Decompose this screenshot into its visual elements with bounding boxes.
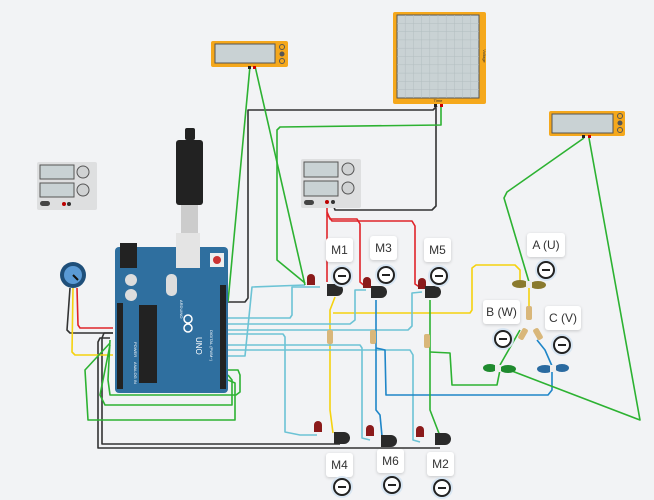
led[interactable] [363,277,371,288]
phase-label-c: C (V) [545,306,581,330]
motor-label-m1: M1 [326,238,353,262]
wire-green[interactable] [84,342,236,421]
wire-black[interactable] [228,105,438,303]
minus-icon[interactable] [333,478,351,496]
power-header-label: POWER [133,342,138,357]
wire-yellow[interactable] [71,287,113,356]
transistor[interactable] [334,432,350,444]
analog-header-label: ANALOG IN [133,362,138,384]
minus-icon[interactable] [377,266,395,284]
wire-black[interactable] [97,337,440,449]
resistors [327,306,543,348]
motor-label-m6: M6 [377,449,404,473]
oscilloscope-y-label: Voltage [482,49,487,63]
wire-cyan[interactable] [228,291,423,331]
wire-yellow[interactable] [329,296,336,434]
wire-cyan[interactable] [228,349,421,443]
arduino-uno[interactable]: ARDUINO UNO POWER ANALOG IN DIGITAL (PWM… [115,233,228,393]
resistor[interactable] [526,306,532,320]
minus-icon[interactable] [537,261,555,279]
transistor[interactable] [381,435,397,447]
power-supply-1[interactable] [37,162,97,210]
wire-green[interactable] [503,137,641,421]
motor-a[interactable] [512,280,546,289]
motor-label-m2: M2 [427,452,454,476]
led[interactable] [314,421,322,432]
arduino-brand: ARDUINO [179,300,184,318]
motor-label-m3: M3 [370,236,397,260]
motor-label-m5: M5 [424,238,451,262]
led[interactable] [418,278,426,289]
multimeter-1[interactable] [211,41,288,69]
resistor[interactable] [532,327,543,340]
wire-red[interactable] [326,213,422,289]
phase-label-b: B (W) [483,300,520,324]
arduino-model: UNO [194,337,203,355]
wire-cyan[interactable] [228,284,306,357]
transistor[interactable] [425,286,441,298]
wire-blue[interactable] [375,300,383,437]
transistor[interactable] [327,284,343,296]
wire-yellow[interactable] [333,264,521,314]
wire-red[interactable] [76,287,113,329]
wire-cyan[interactable] [228,344,371,441]
minus-icon[interactable] [433,479,451,497]
transistor[interactable] [371,286,387,298]
wire-black[interactable] [66,287,113,334]
wire-green[interactable] [107,339,241,396]
wire-green[interactable] [499,329,521,366]
resistor[interactable] [370,330,376,344]
motor-label-m4: M4 [326,453,353,477]
led[interactable] [307,274,315,285]
motor-b[interactable] [483,364,516,373]
motor-c[interactable] [537,364,569,373]
wire-cyan[interactable] [228,286,320,319]
minus-icon[interactable] [383,476,401,494]
power-supply-2[interactable] [301,159,361,208]
wire-green[interactable] [254,65,306,286]
wire-blue[interactable] [375,347,553,396]
oscilloscope-x-label: Time [434,98,444,103]
wire-green[interactable] [503,137,585,283]
multimeter-2[interactable] [549,111,625,138]
wire-green[interactable] [99,344,233,406]
digital-header-label: DIGITAL (PWM~) [209,330,214,362]
resistor[interactable] [327,330,333,344]
potentiometer[interactable] [60,262,86,288]
wire-green[interactable] [227,65,251,303]
wire-cyan[interactable] [228,333,317,436]
wire-blue[interactable] [536,339,553,367]
led[interactable] [366,425,374,436]
minus-icon[interactable] [333,267,351,285]
wire-cyan[interactable] [228,289,366,325]
phase-label-a: A (U) [527,233,565,257]
resistor[interactable] [517,327,528,340]
wire-green[interactable] [276,106,442,284]
minus-icon[interactable] [430,267,448,285]
led[interactable] [416,426,424,437]
minus-icon[interactable] [553,336,571,354]
minus-icon[interactable] [494,330,512,348]
resistor[interactable] [424,334,430,348]
wire-green[interactable] [429,300,441,437]
oscilloscope[interactable]: Time Voltage [393,12,487,107]
wire-green[interactable] [429,351,501,386]
transistor[interactable] [435,433,451,445]
